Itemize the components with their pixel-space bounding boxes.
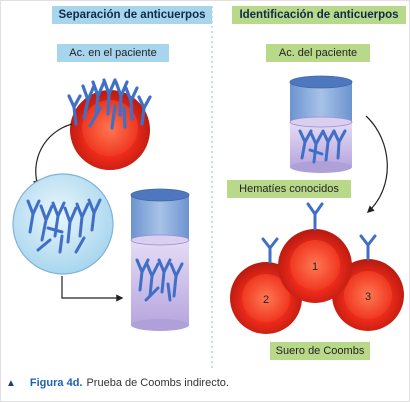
caption-text: Prueba de Coombs indirecto. (86, 377, 229, 389)
antibody-cluster-tube-right (298, 129, 347, 164)
test-tube-left (130, 188, 190, 331)
bound-antibodies (261, 202, 377, 264)
caption-figure-label: Figura 4d. (29, 377, 83, 389)
label-coombs-serum: Suero de Coombs (270, 342, 370, 360)
curved-arrow-left (32, 123, 73, 188)
label-patient-antibodies: Ac. en el paciente (57, 44, 169, 62)
curved-arrow-right (365, 115, 388, 213)
right-panel-header: Identificación de anticuerpos (232, 6, 406, 24)
test-tube-right (289, 75, 353, 173)
figure-caption: ▲ Figura 4d. Prueba de Coombs indirecto. (6, 374, 229, 392)
antibody-cluster-tube-left (135, 258, 184, 302)
cell-number-2: 2 (263, 294, 269, 306)
known-red-cells: 2 3 1 (230, 202, 404, 334)
cell-number-1: 1 (312, 261, 318, 273)
label-patient-antibody-right: Ac. del paciente (266, 44, 370, 62)
antibody-cluster-free (26, 198, 102, 254)
label-known-red-cells: Hematíes conocidos (227, 180, 351, 198)
antibody-cluster-top (67, 78, 152, 130)
cell-number-3: 3 (365, 291, 371, 303)
left-panel-header: Separación de anticuerpos (52, 6, 212, 24)
caption-triangle-icon: ▲ (6, 377, 16, 389)
red-cell-with-antibodies (67, 78, 152, 170)
separated-antibodies-circle (12, 173, 114, 275)
red-cell-1: 1 (278, 229, 352, 303)
arrow-to-tube (61, 276, 124, 302)
